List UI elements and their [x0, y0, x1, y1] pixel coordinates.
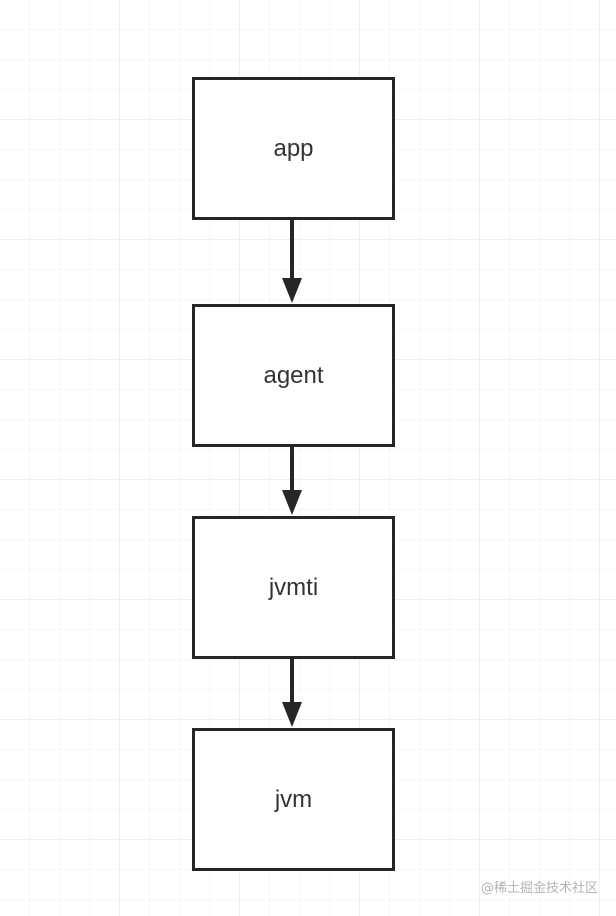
node-jvm[interactable]: jvm	[192, 728, 395, 871]
edge-app-to-agent	[282, 219, 302, 303]
node-agent[interactable]: agent	[192, 304, 395, 447]
node-agent-label: agent	[263, 361, 324, 389]
node-app-label: app	[273, 134, 314, 162]
node-jvm-label: jvm	[274, 785, 313, 813]
node-jvmti[interactable]: jvmti	[192, 516, 395, 659]
node-jvmti-label: jvmti	[268, 573, 319, 601]
edge-agent-to-jvmti	[282, 446, 302, 515]
node-app[interactable]: app	[192, 77, 395, 220]
watermark-text: @稀土掘金技术社区	[480, 881, 598, 896]
edge-jvmti-to-jvm	[282, 658, 302, 727]
